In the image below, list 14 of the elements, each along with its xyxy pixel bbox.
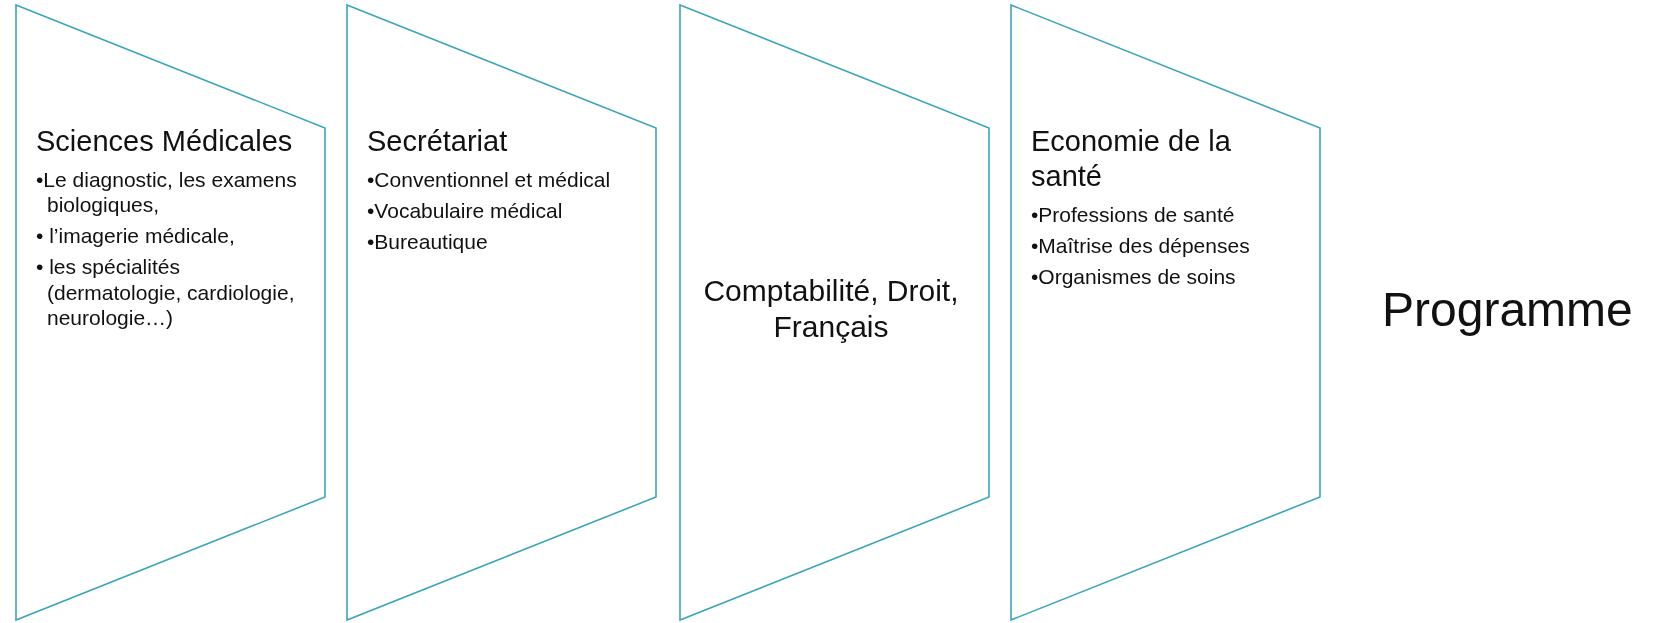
bullet-item: •Conventionnel et médical [367,166,612,192]
bullet-item: •Maîtrise des dépenses [1031,232,1251,258]
side-title: Programme [1382,282,1633,337]
panel-heading: Economie de la santé [1031,124,1232,194]
bullet-item: • les spécialités (dermatologie, cardiologie, neurologie…) [36,254,296,330]
bullet-item: •Bureautique [367,229,489,255]
bullet-item: • l’imagerie médicale, [36,223,236,249]
panel-heading: Sciences Médicales [36,124,294,159]
panel-heading: Secrétariat [367,124,509,159]
bullet-item: •Professions de santé [1031,201,1236,227]
bullet-item: •Organismes de soins [1031,263,1237,290]
bullet-item: •Le diagnostic, les examens biologiques, [36,166,298,218]
bullet-item: •Vocabulaire médical [367,198,564,224]
panel-text: Comptabilité, Droit, Français [702,272,960,345]
